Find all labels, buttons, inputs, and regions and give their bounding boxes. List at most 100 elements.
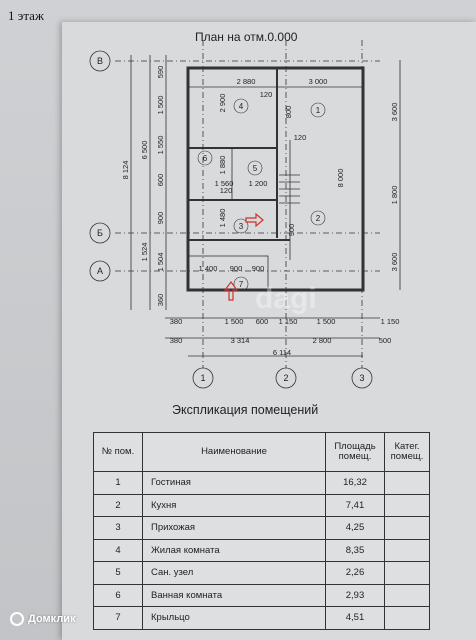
dim-b1-5: 1 150 <box>381 317 400 326</box>
dim-inner-800: 800 <box>284 106 293 119</box>
header-name: Наименование <box>142 432 326 472</box>
room-label-1: 1 <box>316 106 321 115</box>
axis-label-1: 1 <box>200 373 205 383</box>
table-row: 5 Сан. узел 2,26 <box>93 561 430 585</box>
dim-inner-900b: 900 <box>252 264 265 273</box>
dim-left-6500: 6 500 <box>140 141 149 160</box>
row-area: 4,51 <box>325 606 385 630</box>
room-label-3: 3 <box>239 222 244 231</box>
axis-bubble-v <box>89 50 111 72</box>
row-cat <box>384 516 430 540</box>
dim-inner-8000: 8 000 <box>336 169 345 188</box>
watermark: dagi <box>255 282 317 315</box>
table-row: 4 Жилая комната 8,35 <box>93 538 430 562</box>
room-label-4: 4 <box>239 102 244 111</box>
row-cat <box>384 583 430 607</box>
dim-inner-120b: 120 <box>220 186 233 195</box>
dim-b2-1: 3 314 <box>231 336 250 345</box>
row-area: 16,32 <box>325 471 385 495</box>
dim-bottom-total: 6 114 <box>273 348 291 357</box>
row-name: Гостиная <box>142 471 326 495</box>
dim-inner-900a: 900 <box>230 264 243 273</box>
dim-right-2: 1 800 <box>390 186 399 205</box>
row-area: 2,93 <box>325 583 385 607</box>
explication-title: Экспликация помещений <box>172 403 319 417</box>
row-name: Жилая комната <box>142 538 326 562</box>
dim-b2-2: 2 800 <box>313 336 332 345</box>
table-header-row: № пом. Наименование Площадь помещ. Катег… <box>93 432 430 472</box>
dim-left-total: 8 124 <box>121 161 130 180</box>
row-num: 2 <box>93 493 143 517</box>
row-num: 5 <box>93 561 143 585</box>
dim-top-1: 2 880 <box>237 77 256 86</box>
row-cat <box>384 538 430 562</box>
dim-inner-2900: 2 900 <box>218 94 227 113</box>
row-num: 7 <box>93 606 143 630</box>
row-num: 3 <box>93 516 143 540</box>
row-num: 1 <box>93 471 143 495</box>
dim-b1-4: 1 500 <box>317 317 336 326</box>
row-cat <box>384 606 430 630</box>
axis-label-2: 2 <box>283 373 288 383</box>
row-area: 4,25 <box>325 516 385 540</box>
axis-label-3: 3 <box>359 373 364 383</box>
row-num: 4 <box>93 538 143 562</box>
row-name: Кухня <box>142 493 326 517</box>
row-name: Прихожая <box>142 516 326 540</box>
axis-label-v: В <box>97 56 103 66</box>
dim-left-900: 900 <box>156 212 165 225</box>
dim-top-2: 3 000 <box>309 77 328 86</box>
brand-logo: Домклик <box>10 612 76 626</box>
row-area: 7,41 <box>325 493 385 517</box>
axis-bubble-a <box>89 260 111 282</box>
dim-left-1500: 1 500 <box>156 96 165 115</box>
axis-bubble-3 <box>351 367 373 389</box>
explication-table: № пом. Наименование Площадь помещ. Катег… <box>93 432 430 630</box>
dim-b1-1: 1 500 <box>225 317 244 326</box>
dim-b2-3: 500 <box>379 336 392 345</box>
dim-inner-1560: 1 560 <box>215 179 234 188</box>
dim-right-3: 3 600 <box>390 253 399 272</box>
entry-arrow-icon <box>223 281 239 301</box>
dim-b1-3: 1 150 <box>279 317 298 326</box>
dim-right-1: 3 600 <box>390 103 399 122</box>
header-num: № пом. <box>93 432 143 472</box>
dim-b1-0: 380 <box>170 317 183 326</box>
row-name: Ванная комната <box>142 583 326 607</box>
dim-inner-120a: 120 <box>260 90 273 99</box>
table-row: 1 Гостиная 16,32 <box>93 471 430 495</box>
direction-arrow-icon <box>245 212 264 228</box>
dim-left-360: 360 <box>156 294 165 307</box>
row-name: Сан. узел <box>142 561 326 585</box>
dim-inner-1400: 1 400 <box>199 264 218 273</box>
dim-inner-120c: 120 <box>294 133 307 142</box>
room-label-2: 2 <box>316 214 321 223</box>
dim-left-1550: 1 550 <box>156 136 165 155</box>
dim-left-1504: 1 504 <box>156 253 165 272</box>
plan-title: План на отм.0.000 <box>195 30 298 44</box>
row-cat <box>384 493 430 517</box>
brand-logo-icon <box>10 612 24 626</box>
axis-bubble-1 <box>192 367 214 389</box>
dim-inner-1880: 1 880 <box>218 156 227 175</box>
dim-left-590: 590 <box>156 66 165 79</box>
dim-left-1524: 1 524 <box>140 243 149 262</box>
axis-label-a: А <box>97 266 103 276</box>
dim-left-600: 600 <box>156 174 165 187</box>
room-label-7: 7 <box>239 280 244 289</box>
brand-name: Домклик <box>28 613 76 625</box>
axis-label-b: Б <box>97 228 103 238</box>
row-cat <box>384 471 430 495</box>
row-name: Крыльцо <box>142 606 326 630</box>
axis-bubble-2 <box>275 367 297 389</box>
table-row: 7 Крыльцо 4,51 <box>93 606 430 630</box>
table-row: 3 Прихожая 4,25 <box>93 516 430 540</box>
row-num: 6 <box>93 583 143 607</box>
row-area: 2,26 <box>325 561 385 585</box>
dim-inner-900c: 900 <box>287 224 296 237</box>
table-row: 6 Ванная комната 2,93 <box>93 583 430 607</box>
row-cat <box>384 561 430 585</box>
dim-inner-1480: 1 480 <box>218 209 227 228</box>
axis-bubble-b <box>89 222 111 244</box>
